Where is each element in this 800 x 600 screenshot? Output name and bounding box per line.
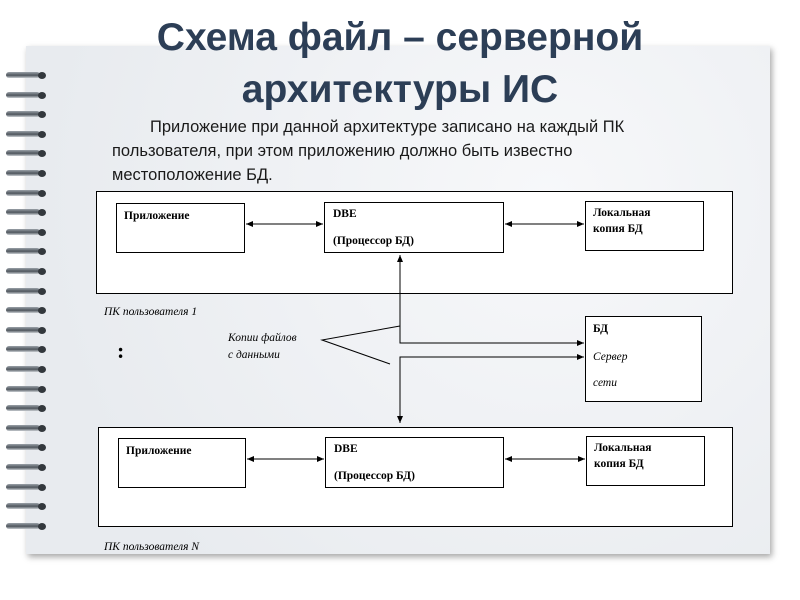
- pcN-dbe-box: DBE (Процессор БД): [325, 437, 504, 488]
- spiral-ring: [6, 385, 48, 394]
- spiral-ring: [6, 405, 48, 413]
- pc1-dbe-box: DBE (Процессор БД): [324, 202, 504, 253]
- intro-text: Приложение при данной архитектуре записа…: [112, 118, 625, 184]
- spiral-ring: [6, 228, 48, 237]
- pc1-local-line2: копия БД: [593, 223, 643, 235]
- spiral-ring: [6, 111, 48, 119]
- server-box: БД Сервер сети: [585, 316, 702, 402]
- pcN-app-label: Приложение: [126, 445, 192, 457]
- spiral-ring: [6, 424, 48, 433]
- spiral-ring: [6, 483, 48, 492]
- pcN-app-box: Приложение: [118, 438, 246, 488]
- pc1-server-connector: [397, 255, 584, 346]
- copies-label-line1: Копии файлов: [228, 332, 297, 344]
- spiral-ring: [6, 346, 48, 354]
- copies-callout: [320, 325, 401, 365]
- spiral-ring: [6, 326, 48, 335]
- pc1-app-label: Приложение: [124, 210, 190, 222]
- spiral-ring: [6, 503, 48, 511]
- spiral-ring: [6, 170, 48, 178]
- ellipsis: :: [117, 338, 125, 363]
- pcN-local-line2: копия БД: [594, 458, 644, 470]
- pcN-label: ПК пользователя N: [104, 541, 200, 553]
- pc1-dbe-subtitle: (Процессор БД): [333, 235, 414, 247]
- pc1-dbe-title: DBE: [333, 208, 357, 220]
- spiral-ring: [6, 209, 48, 217]
- spiral-ring: [6, 287, 48, 296]
- spiral-ring: [6, 366, 48, 374]
- server-line1: Сервер: [593, 351, 628, 363]
- spiral-ring: [6, 189, 48, 198]
- copies-label-line2: с данными: [228, 349, 280, 361]
- spiral-ring: [6, 248, 48, 256]
- spiral-ring: [6, 522, 48, 531]
- pcN-dbe-subtitle: (Процессор БД): [334, 470, 415, 482]
- pcN-local-line1: Локальная: [594, 442, 652, 454]
- slide-title-line-2: архитектуры ИС: [241, 68, 559, 111]
- pcN-dbe-title: DBE: [334, 443, 358, 455]
- spiral-ring: [6, 91, 48, 100]
- spiral-ring: [6, 464, 48, 472]
- server-title: БД: [593, 323, 609, 335]
- pc1-local-box: Локальная копия БД: [585, 201, 704, 251]
- spiral-ring: [6, 72, 48, 80]
- pcN-local-box: Локальная копия БД: [586, 436, 705, 486]
- spiral-ring: [6, 130, 48, 139]
- spiral-ring: [6, 150, 48, 158]
- spiral-ring: [6, 307, 48, 315]
- slide-title-line-1: Схема файл – серверной: [156, 16, 644, 59]
- spiral-ring: [6, 268, 48, 276]
- pc1-app-box: Приложение: [116, 203, 245, 253]
- pc1-local-line1: Локальная: [593, 207, 651, 219]
- pc1-label: ПК пользователя 1: [104, 306, 198, 318]
- server-line2: сети: [593, 377, 617, 389]
- spiral-ring: [6, 444, 48, 452]
- pcN-server-connector: [397, 354, 584, 423]
